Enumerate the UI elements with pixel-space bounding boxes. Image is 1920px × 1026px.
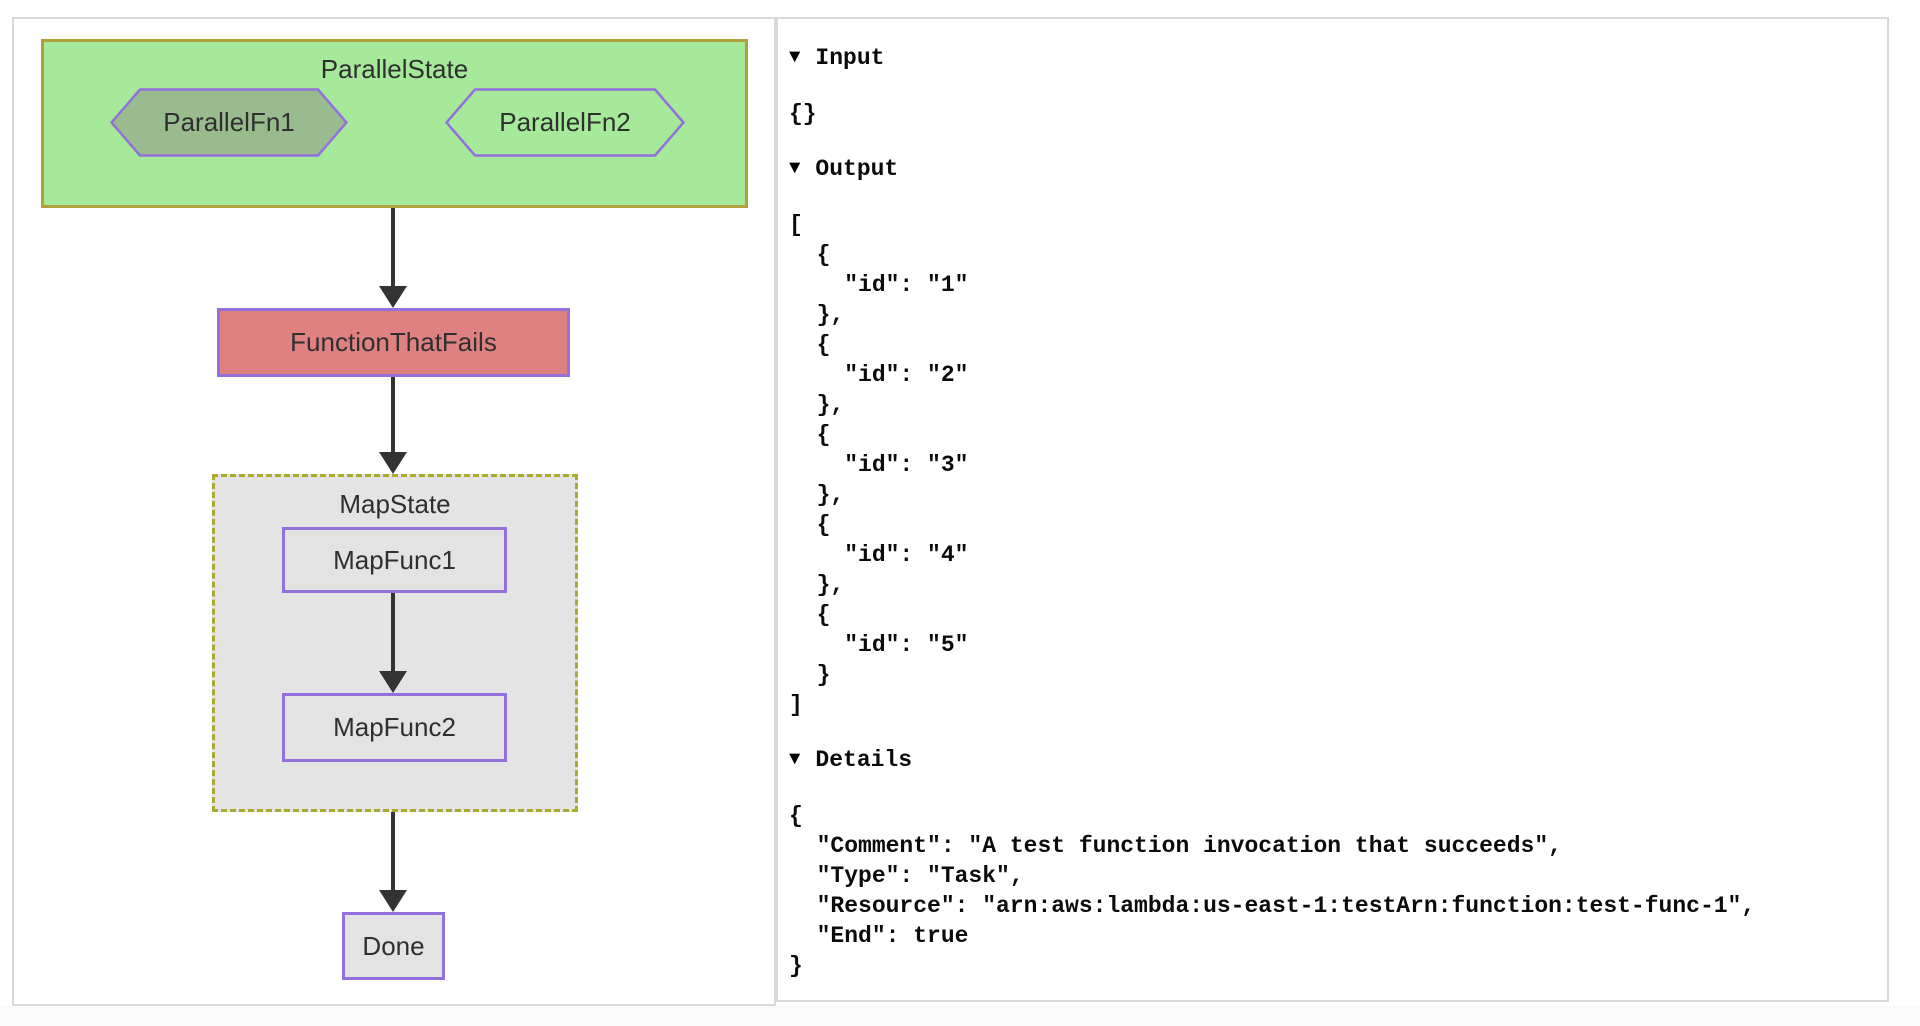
node-label: MapFunc1 [333,544,456,575]
parallel-state-title: ParallelState [320,54,469,84]
node-done[interactable]: Done [342,912,445,980]
collapse-triangle-icon: ▼ [789,748,801,770]
node-parallelfn1[interactable]: ParallelFn1 [110,88,348,157]
node-parallelfn2[interactable]: ParallelFn2 [445,88,685,157]
state-machine-diagram-panel: ParallelState ParallelFn1 ParallelFn2 Fu [12,17,776,1006]
section-input: ▼ Input {} [789,43,1887,129]
output-json: [ { "id": "1" }, { "id": "2" }, { "id": … [789,212,969,718]
arrow-head-icon [379,452,407,474]
section-label: Details [815,747,913,773]
page-background-strip [0,1006,1920,1026]
details-json: { "Comment": "A test function invocation… [789,803,1756,979]
arrow-line [391,208,395,288]
execution-inspector-panel: ▼ Input {} ▼ Output [ { "id": "1" }, { "id… [776,17,1889,1002]
section-label: Output [815,156,899,182]
node-label: Done [362,930,425,961]
node-mapfunc2[interactable]: MapFunc2 [282,693,507,762]
split-view: ParallelState ParallelFn1 ParallelFn2 Fu [12,17,1889,1006]
node-label: MapFunc2 [333,712,456,742]
section-label: Input [815,45,885,71]
node-mapfunc1[interactable]: MapFunc1 [282,527,507,593]
arrow-line [391,812,395,892]
arrow-head-icon [379,890,407,912]
section-output-toggle[interactable]: ▼ Output [789,154,1887,185]
input-json: {} [789,101,817,127]
section-output: ▼ Output [ { "id": "1" }, { "id": "2" }, … [789,154,1887,720]
section-details: ▼ Details { "Comment": "A test function i… [789,745,1887,981]
arrow-head-icon [379,671,407,693]
arrow-line [391,377,395,454]
node-label: FunctionThatFails [290,327,497,357]
node-label: ParallelFn2 [499,107,631,137]
collapse-triangle-icon: ▼ [789,46,801,68]
section-details-toggle[interactable]: ▼ Details [789,745,1887,776]
map-state-title: MapState [339,489,451,519]
node-functionthatfails[interactable]: FunctionThatFails [217,308,570,377]
hexagon-shape [110,88,348,157]
hexagon-shape [445,88,685,157]
arrow-line [391,593,395,673]
collapse-triangle-icon: ▼ [789,157,801,179]
arrow-head-icon [379,286,407,308]
section-input-toggle[interactable]: ▼ Input [789,43,1887,74]
node-label: ParallelFn1 [163,107,295,137]
